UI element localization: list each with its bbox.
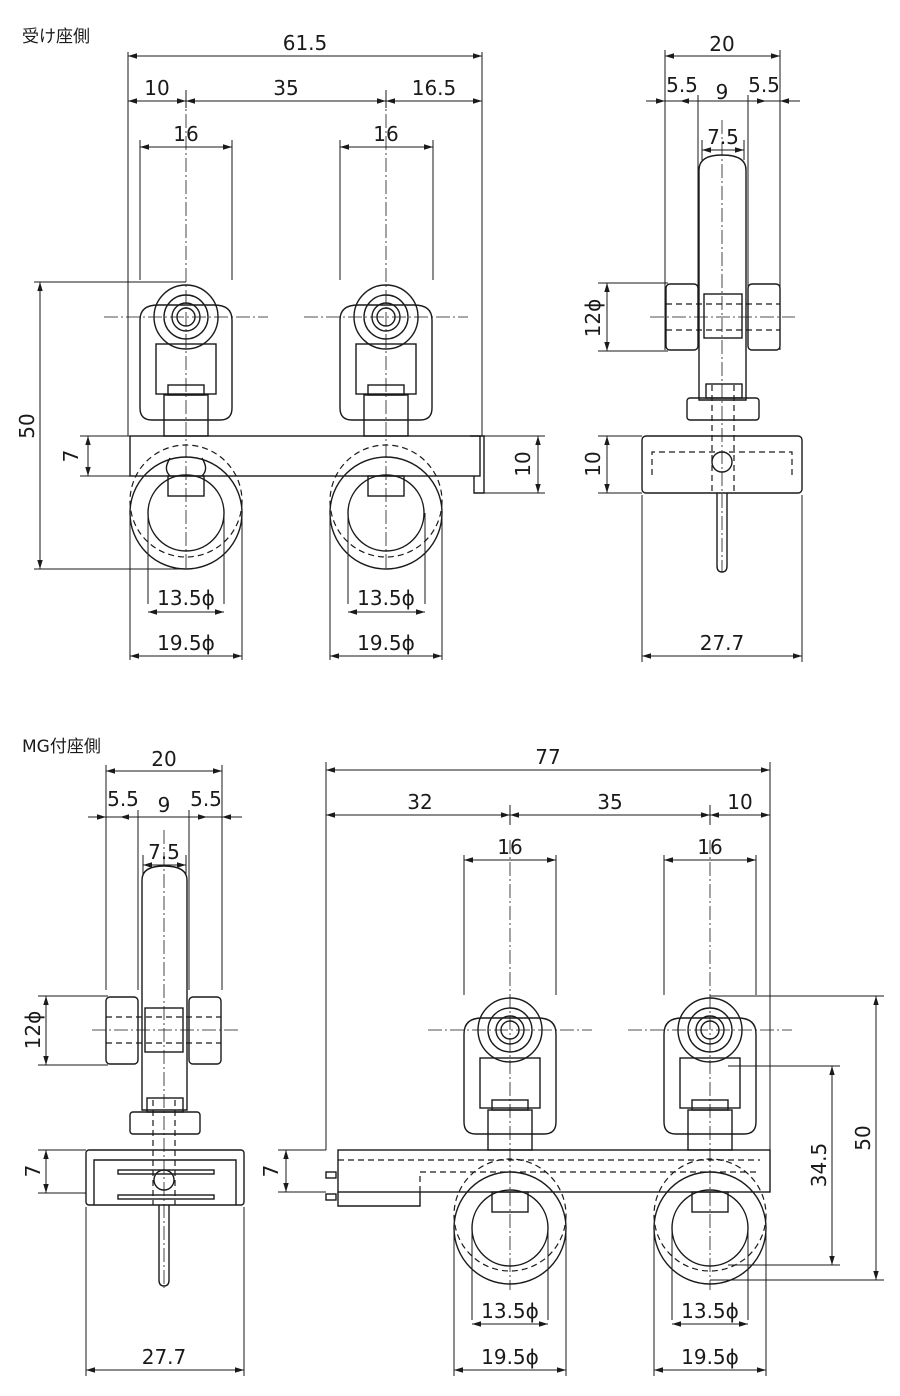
dim-bfront-seg-right: 10 [727,790,752,814]
dim-ring-outer-right: 19.5ϕ [357,631,415,655]
dim-side-seg-mid: 9 [716,80,729,104]
dim-bside-roller-dia: 12ϕ [21,1011,45,1050]
dim-bfront-ring-outer-right: 19.5ϕ [681,1345,739,1369]
section-title-mg-side: MG付座側 [22,737,101,757]
dim-bside-seg-mid: 9 [158,793,171,817]
bottom-front-view: 77 32 35 10 16 16 7 50 34.5 [259,745,884,1376]
bottom-side-view: 20 5.5 9 5.5 7.5 12ϕ 7 [21,747,245,1376]
dim-bside-plate-thickness: 7 [21,1165,45,1178]
dim-bfront-height: 50 [851,1125,875,1150]
dim-side-roller-dia: 12ϕ [581,299,605,338]
dim-bfront-ring-outer-left: 19.5ϕ [481,1345,539,1369]
dim-seg-left: 10 [144,76,169,100]
dim-bfront-seg-left: 32 [407,790,432,814]
bottom-front-unit-left [428,840,592,1376]
dim-side-overall: 20 [709,32,734,56]
dim-overall-width: 61.5 [283,31,328,55]
dim-bside-base-width: 27.7 [142,1345,187,1369]
top-front-unit-left [104,92,268,660]
section-title-receiver-side: 受け座側 [22,27,90,47]
dim-side-plate-height: 10 [581,451,605,476]
dim-bfront-ring-inner-left: 13.5ϕ [481,1299,539,1323]
dim-side-seg-right: 5.5 [748,73,780,97]
dim-bfront-overall: 77 [535,745,560,769]
dim-side-base-width: 27.7 [700,631,745,655]
dim-bfront-inner-height: 34.5 [807,1143,831,1188]
dim-side-shaft-width: 7.5 [707,125,739,149]
dim-bfront-seg-mid: 35 [597,790,622,814]
dim-bfront-ring-inner-right: 13.5ϕ [681,1299,739,1323]
dim-height: 50 [15,413,39,438]
dim-bside-overall: 20 [151,747,176,771]
top-side-view: 20 5.5 9 5.5 7.5 12ϕ 10 [581,32,803,662]
dim-seg-right: 16.5 [412,76,457,100]
bottom-front-unit-right [628,840,792,1376]
dim-bfront-plate-thickness: 7 [259,1165,283,1178]
dim-plate-height-right: 10 [511,451,535,476]
dim-bside-seg-right: 5.5 [190,787,222,811]
dim-side-seg-left: 5.5 [666,73,698,97]
dim-bside-seg-left: 5.5 [107,787,139,811]
dim-plate-thickness: 7 [59,450,83,463]
top-front-view: 61.5 10 35 16.5 16 16 50 7 10 [15,31,545,660]
dim-ring-inner-right: 13.5ϕ [357,586,415,610]
top-front-unit-right [304,92,468,660]
dim-seg-mid: 35 [273,76,298,100]
dim-ring-outer-left: 19.5ϕ [157,631,215,655]
dim-ring-inner-left: 13.5ϕ [157,586,215,610]
